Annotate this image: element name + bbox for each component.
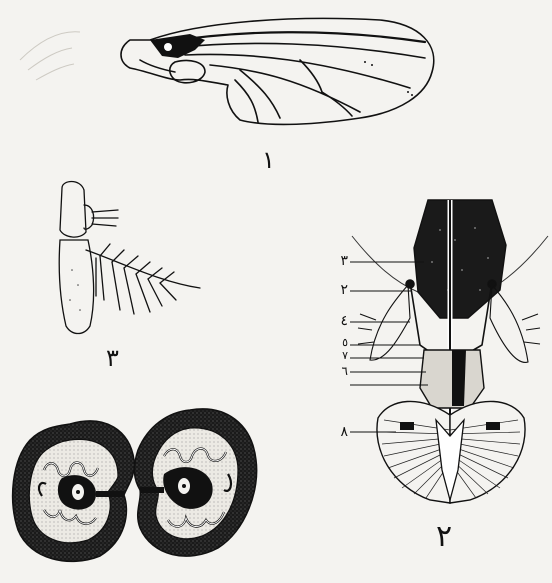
plate-background: ١ ٣ (0, 0, 552, 583)
paper-show-through (0, 0, 552, 583)
